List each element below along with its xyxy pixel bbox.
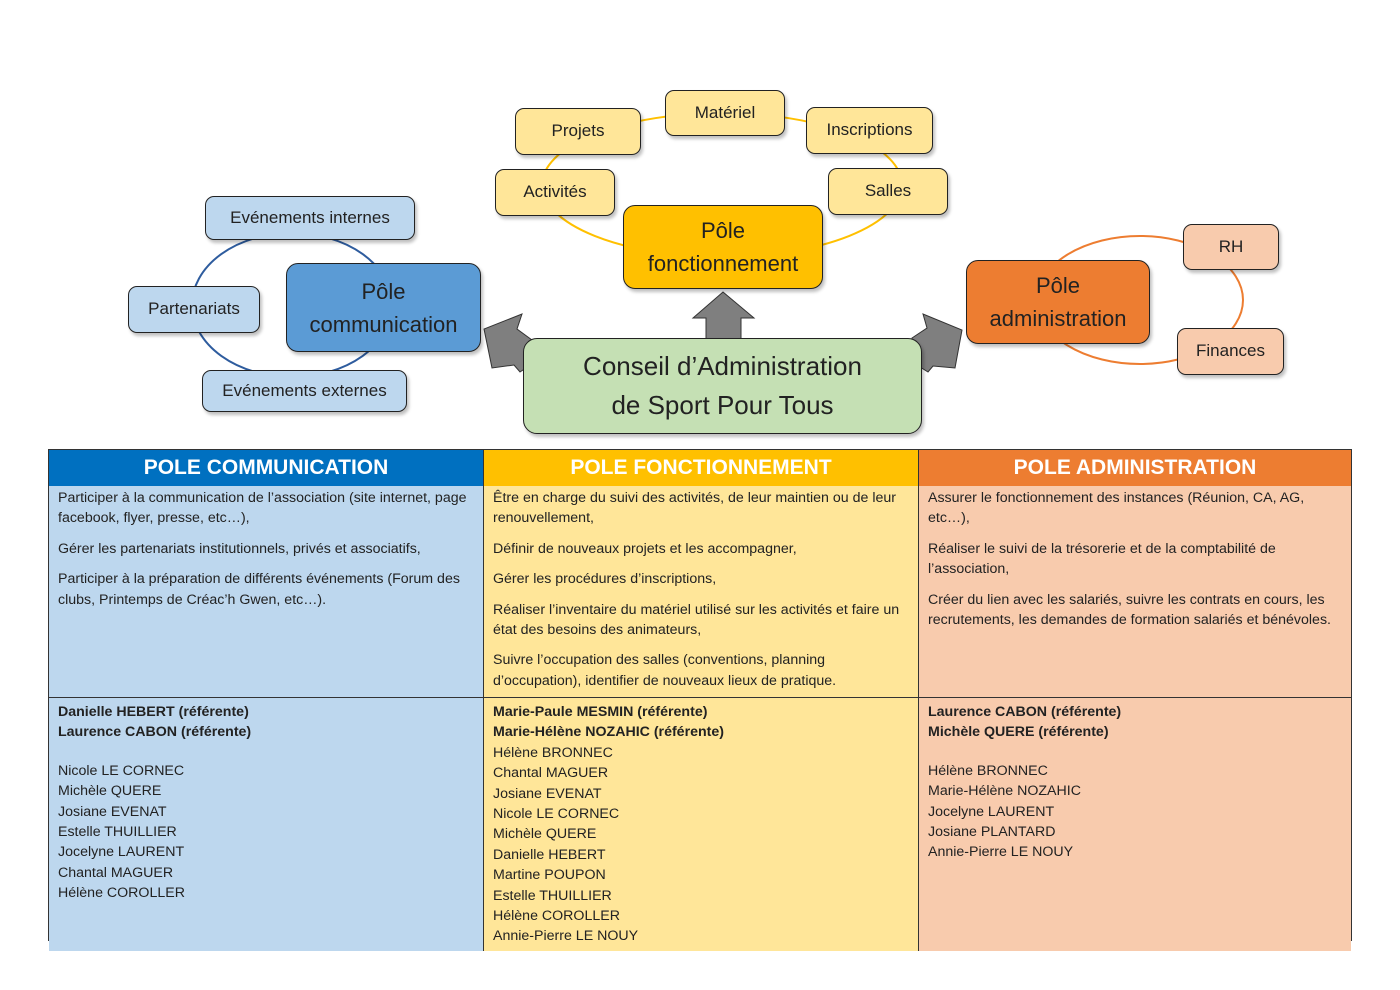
referent-name: Marie-Paule MESMIN (référente) [493, 704, 708, 720]
task-item: Réaliser le suivi de la trésorerie et de… [928, 540, 1276, 578]
member-name: Hélène BRONNEC [493, 744, 613, 761]
task-item: Être en charge du suivi des activités, d… [493, 490, 896, 527]
pole-fonctionnement-line1: Pôle [700, 218, 746, 243]
member-name: Chantal MAGUER [493, 765, 609, 782]
member-name: Hélène COROLLER [58, 885, 185, 902]
header-communication: POLE COMMUNICATION [49, 450, 484, 486]
organization-diagram: Evénements internes Partenariats Evéneme… [0, 0, 1400, 450]
pole-communication-line1: Pôle [361, 278, 406, 304]
member-name: Estelle THUILLIER [493, 887, 612, 904]
satellite-evenements-externes: Evénements externes [202, 370, 407, 412]
pole-communication-line2: communication [309, 311, 458, 337]
referent-name: Michèle QUERE (référente) [928, 724, 1109, 741]
arrow-up-icon [691, 291, 756, 343]
member-name: Michèle QUERE [493, 826, 597, 843]
members-communication: Danielle HEBERT (référente) Laurence CAB… [49, 698, 484, 951]
pole-fonctionnement-line2: fonctionnement [647, 251, 799, 276]
task-item: Gérer les procédures d’inscriptions, [493, 571, 717, 588]
satellite-finances: Finances [1177, 328, 1284, 375]
member-name: Josiane EVENAT [493, 785, 602, 802]
referent-name: Marie-Hélène NOZAHIC (référente) [493, 724, 724, 741]
member-name: Nicole LE CORNEC [493, 806, 620, 823]
spacer [58, 743, 475, 761]
poles-table: POLE COMMUNICATION POLE FONCTIONNEMENT P… [48, 449, 1352, 951]
member-name: Jocelyne LAURENT [928, 803, 1055, 820]
referent-name: Laurence CABON (référente) [928, 704, 1122, 720]
header-fonctionnement: POLE FONCTIONNEMENT [484, 450, 919, 486]
satellite-projets: Projets [515, 108, 641, 155]
member-name: Jocelyne LAURENT [58, 844, 185, 861]
member-name: Josiane EVENAT [58, 803, 167, 820]
pole-fonctionnement-node: Pôle fonctionnement [623, 205, 823, 289]
member-name: Annie-Pierre LE NOUY [493, 928, 639, 945]
satellite-evenements-internes: Evénements internes [205, 196, 415, 240]
task-item: Participer à la préparation de différent… [58, 571, 460, 608]
task-item: Participer à la communication de l’assoc… [58, 490, 467, 527]
members-fonctionnement: Marie-Paule MESMIN (référente) Marie-Hél… [484, 698, 919, 951]
tasks-administration: Assurer le fonctionnement des instances … [919, 486, 1351, 698]
pole-administration-line2: administration [989, 306, 1127, 331]
members-administration: Laurence CABON (référente) Michèle QUERE… [919, 698, 1351, 951]
center-line2: de Sport Pour Tous [611, 390, 834, 420]
spacer [928, 743, 1343, 761]
member-name: Nicole LE CORNEC [58, 762, 185, 779]
task-item: Définir de nouveaux projets et les accom… [493, 540, 797, 557]
member-name: Hélène BRONNEC [928, 762, 1048, 779]
task-item: Suivre l’occupation des salles (conventi… [493, 652, 837, 689]
satellite-partenariats: Partenariats [128, 286, 260, 333]
pole-administration-line1: Pôle [1035, 273, 1081, 298]
tasks-fonctionnement: Être en charge du suivi des activités, d… [484, 486, 919, 698]
task-item: Assurer le fonctionnement des instances … [928, 490, 1305, 527]
member-name: Annie-Pierre LE NOUY [928, 844, 1074, 861]
tasks-communication: Participer à la communication de l’assoc… [49, 486, 484, 698]
referent-name: Laurence CABON (référente) [58, 724, 252, 741]
member-name: Josiane PLANTARD [928, 824, 1056, 841]
satellite-activites: Activités [495, 169, 615, 216]
member-name: Danielle HEBERT [493, 846, 606, 863]
center-line1: Conseil d’Administration [583, 351, 862, 381]
task-item: Gérer les partenariats institutionnels, … [58, 540, 421, 557]
pole-administration-node: Pôle administration [966, 260, 1150, 344]
conseil-administration-node: Conseil d’Administration de Sport Pour To… [523, 338, 922, 434]
satellite-inscriptions: Inscriptions [806, 107, 933, 154]
satellite-materiel: Matériel [665, 90, 785, 136]
task-item: Créer du lien avec les salariés, suivre … [928, 591, 1331, 629]
member-name: Michèle QUERE [58, 783, 162, 800]
task-item: Réaliser l’inventaire du matériel utilis… [493, 601, 900, 639]
referent-name: Danielle HEBERT (référente) [58, 704, 249, 720]
pole-communication-node: Pôle communication [286, 263, 481, 352]
member-name: Chantal MAGUER [58, 864, 174, 881]
member-name: Hélène COROLLER [493, 908, 620, 925]
satellite-salles: Salles [828, 168, 948, 215]
header-administration: POLE ADMINISTRATION [919, 450, 1351, 486]
satellite-rh: RH [1183, 224, 1279, 270]
arrow-left-icon [483, 313, 536, 373]
member-name: Martine POUPON [493, 867, 606, 884]
member-name: Marie-Hélène NOZAHIC [928, 783, 1081, 800]
member-name: Estelle THUILLIER [58, 824, 177, 841]
